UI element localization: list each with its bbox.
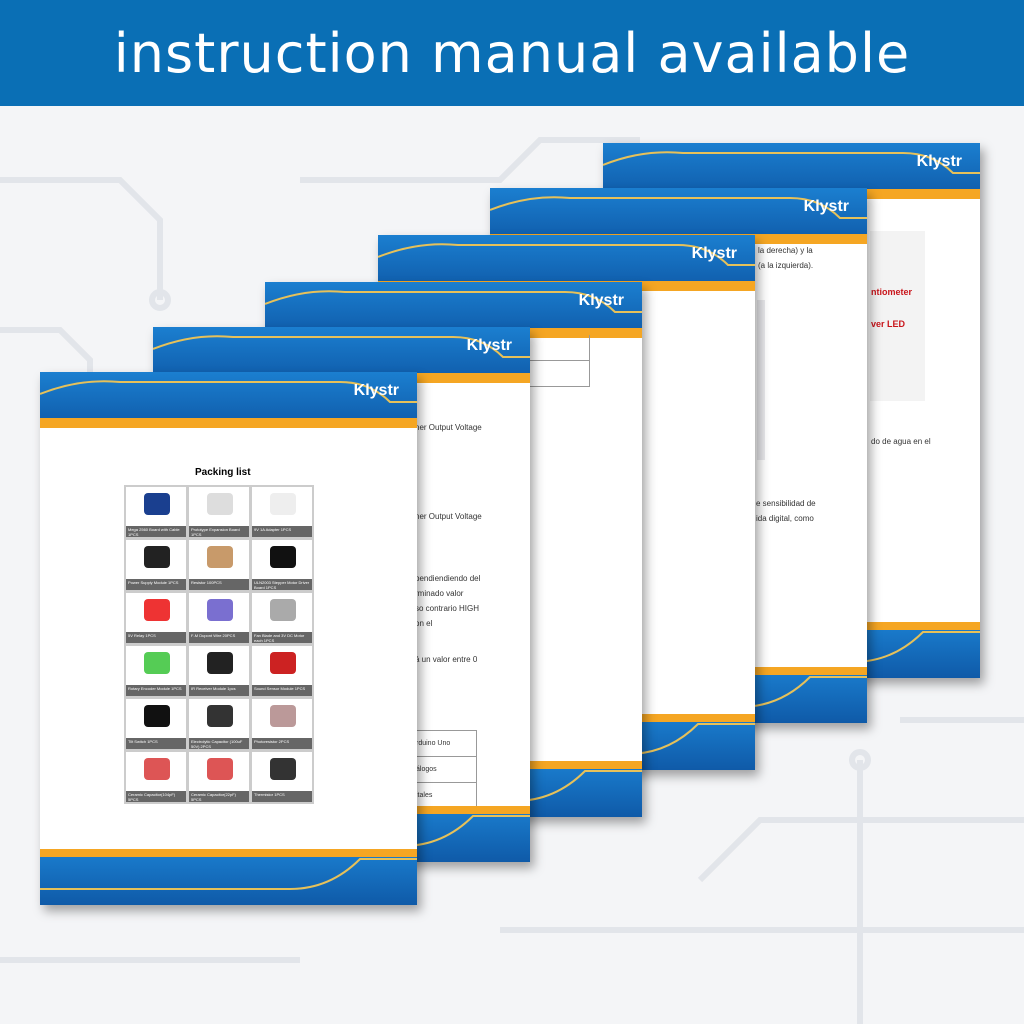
item-image <box>144 652 170 674</box>
packing-list-item: Sound Sensor Module 1PCS <box>252 646 312 696</box>
packing-list-item: Ceramic Capacitor(104pF) 5PCS <box>126 752 186 802</box>
text-line: ntiometer <box>871 287 913 297</box>
brand-logo: Klystr <box>466 337 512 354</box>
item-caption: Photoresistor 2PCS <box>252 738 312 749</box>
packing-list-item: Ceramic Capacitor(22pF) 5PCS <box>189 752 249 802</box>
item-caption: Electrolytic Capacitor (100uF 50V) 2PCS <box>189 738 249 749</box>
manual-page-1: Klystr Packing list Mega 2560 Board with… <box>40 372 417 905</box>
table-row: álogos <box>394 757 476 783</box>
product-image <box>870 231 925 401</box>
item-caption: Mega 2560 Board with Cable 1PCS <box>126 526 186 537</box>
packing-list-item: Rotary Encoder Module 1PCS <box>126 646 186 696</box>
item-image <box>207 493 233 515</box>
packing-list-item: Mega 2560 Board with Cable 1PCS <box>126 487 186 537</box>
item-caption: Tilt Switch 1PCS <box>126 738 186 749</box>
brand-logo: Klystr <box>803 198 849 215</box>
item-image <box>144 546 170 568</box>
text-line: on el <box>415 619 433 628</box>
packing-list-item: Photoresistor 2PCS <box>252 699 312 749</box>
packing-list-item: Power Supply Module 1PCS <box>126 540 186 590</box>
text-line: á un valor entre 0 <box>415 655 478 664</box>
item-image <box>270 493 296 515</box>
table-row: rduino Uno <box>394 731 476 757</box>
brand-logo: Klystr <box>353 382 399 399</box>
text-line: do de agua en el <box>871 437 931 446</box>
packing-list-item: Prototype Expansion Board 1PCS <box>189 487 249 537</box>
item-image <box>270 599 296 621</box>
item-image <box>144 599 170 621</box>
text-line: (a la izquierda). <box>758 261 814 270</box>
text-line: so contrario HIGH <box>415 604 480 613</box>
item-caption: IR Receiver Module 1pcs <box>189 685 249 696</box>
packing-list-item: 5V Relay 1PCS <box>126 593 186 643</box>
packing-list-item: Electrolytic Capacitor (100uF 50V) 2PCS <box>189 699 249 749</box>
item-caption: Prototype Expansion Board 1PCS <box>189 526 249 537</box>
packing-list-item: Resistor 100PCS <box>189 540 249 590</box>
packing-list-item: IR Receiver Module 1pcs <box>189 646 249 696</box>
page-header: Klystr <box>40 372 417 428</box>
item-caption: F-M Dupont Wire 20PCS <box>189 632 249 643</box>
item-caption: Power Supply Module 1PCS <box>126 579 186 590</box>
item-image <box>270 652 296 674</box>
item-image <box>207 599 233 621</box>
table-row: itales <box>416 792 433 799</box>
banner-title: instruction manual available <box>113 21 911 85</box>
packing-list-title: Packing list <box>195 467 251 478</box>
text-line: ner Output Voltage <box>415 512 482 521</box>
text-line: e sensibilidad de <box>756 499 816 508</box>
item-image <box>207 546 233 568</box>
item-image <box>207 652 233 674</box>
item-caption: Resistor 100PCS <box>189 579 249 590</box>
item-caption: 9V 1A Adapter 1PCS <box>252 526 312 537</box>
item-image <box>144 758 170 780</box>
item-image <box>270 705 296 727</box>
text-line: ner Output Voltage <box>415 423 482 432</box>
item-caption: Fan Blade and 3V DC Motor each 1PCS <box>252 632 312 643</box>
item-image <box>207 758 233 780</box>
packing-list-item: Tilt Switch 1PCS <box>126 699 186 749</box>
item-caption: Ceramic Capacitor(22pF) 5PCS <box>189 791 249 802</box>
packing-list-item: Thermistor 1PCS <box>252 752 312 802</box>
item-image <box>144 493 170 515</box>
item-image <box>207 705 233 727</box>
item-caption: 5V Relay 1PCS <box>126 632 186 643</box>
text-line: rminado valor <box>415 589 464 598</box>
packing-list-item: 9V 1A Adapter 1PCS <box>252 487 312 537</box>
page-header: Klystr <box>378 235 755 291</box>
brand-logo: Klystr <box>691 245 737 262</box>
item-image <box>144 705 170 727</box>
page-footer <box>40 849 417 905</box>
item-caption: Sound Sensor Module 1PCS <box>252 685 312 696</box>
banner: instruction manual available <box>0 0 1024 106</box>
image-strip <box>757 300 765 460</box>
brand-logo: Klystr <box>578 292 624 309</box>
text-line: ida digital, como <box>756 514 814 523</box>
item-image <box>270 758 296 780</box>
item-image <box>270 546 296 568</box>
packing-list-item: F-M Dupont Wire 20PCS <box>189 593 249 643</box>
text-line: ver LED <box>871 319 906 329</box>
item-caption: Ceramic Capacitor(104pF) 5PCS <box>126 791 186 802</box>
packing-list-item: ULN2003 Stepper Motor Driver Board 1PCS <box>252 540 312 590</box>
brand-logo: Klystr <box>916 153 962 170</box>
text-line: pendiendiendo del <box>415 574 481 583</box>
text-line: la derecha) y la <box>758 246 813 255</box>
item-caption: Thermistor 1PCS <box>252 791 312 802</box>
item-caption: Rotary Encoder Module 1PCS <box>126 685 186 696</box>
packing-list-item: Fan Blade and 3V DC Motor each 1PCS <box>252 593 312 643</box>
item-caption: ULN2003 Stepper Motor Driver Board 1PCS <box>252 579 312 590</box>
